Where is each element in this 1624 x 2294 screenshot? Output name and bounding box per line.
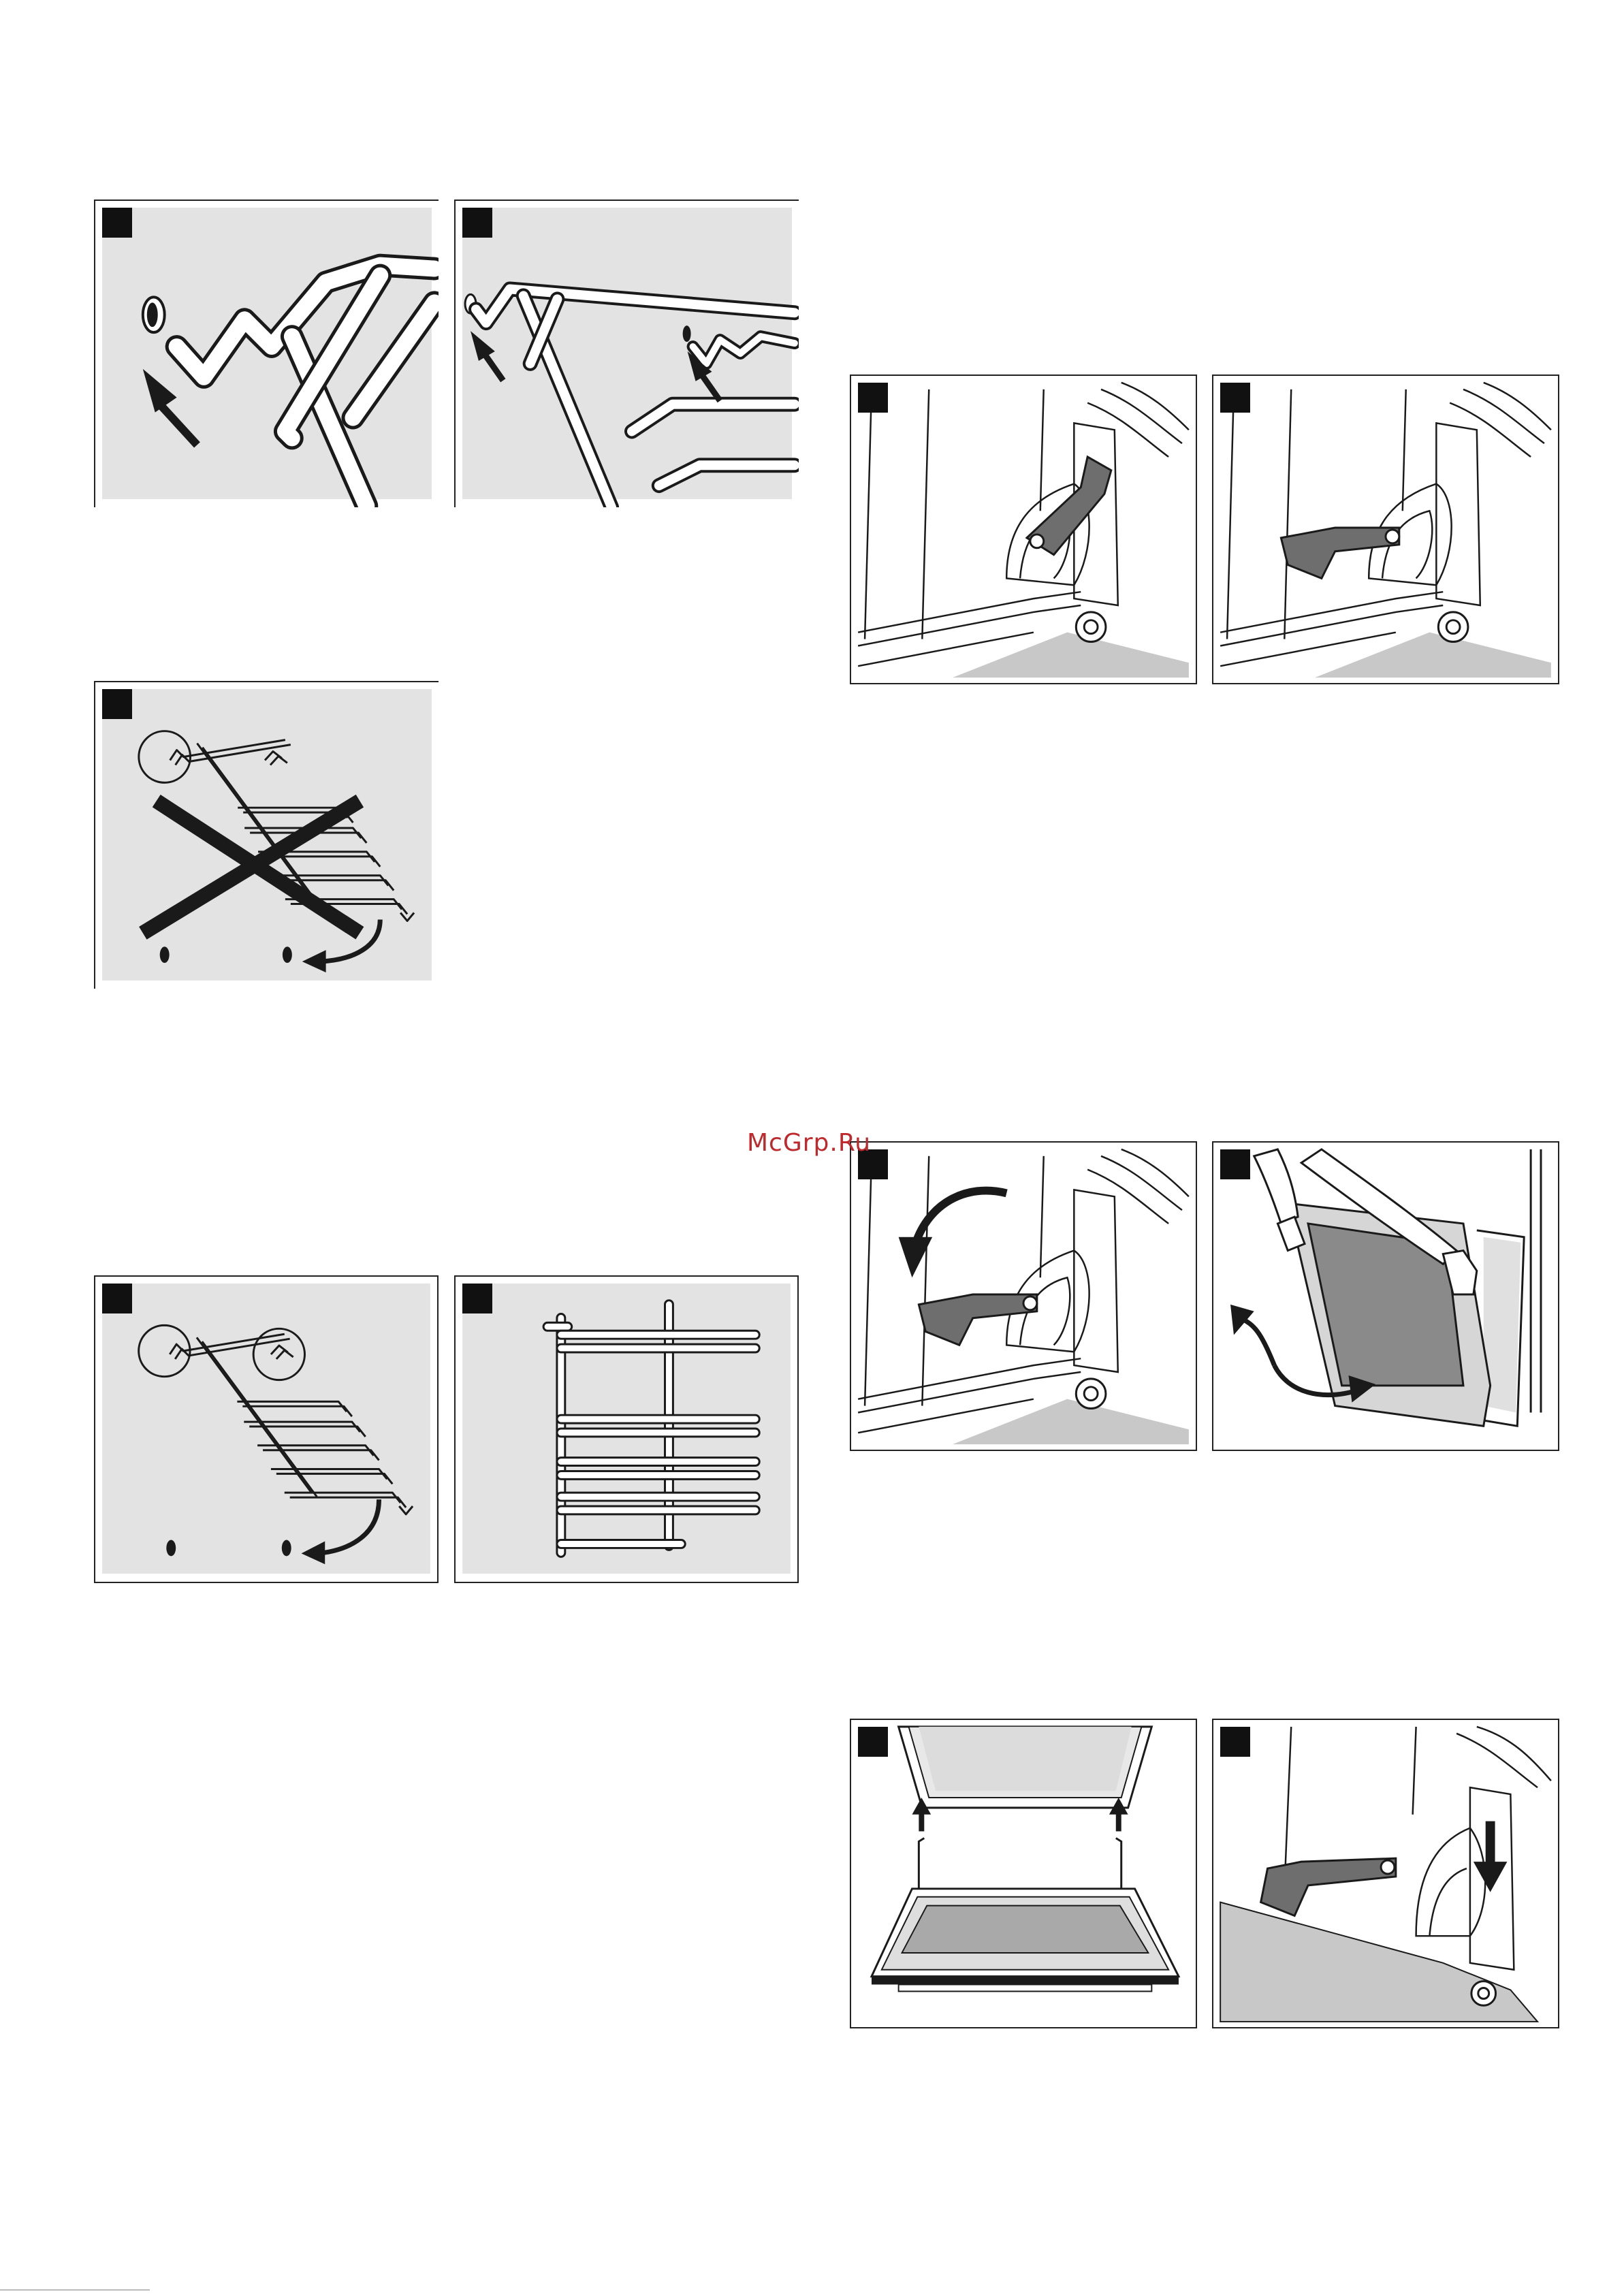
door-hinge-icon xyxy=(851,376,1196,683)
figure-rail-front-view xyxy=(454,1275,799,1583)
door-removal-hands-icon xyxy=(1213,1143,1558,1450)
shelf-rail-front-icon xyxy=(456,1277,797,1582)
figure-hinge-lever-rotate xyxy=(850,1141,1197,1451)
step-marker xyxy=(462,1284,492,1313)
watermark-text: McGrp.Ru xyxy=(747,1129,871,1157)
step-marker xyxy=(102,689,132,719)
door-hinge-down-arrow-icon xyxy=(1213,1720,1558,2027)
figure-door-lift-off xyxy=(1212,1141,1559,1451)
figure-hinge-lever-open xyxy=(1212,375,1559,684)
step-marker xyxy=(462,208,492,238)
figure-rail-wrong-crossed xyxy=(94,681,439,989)
step-marker xyxy=(1220,1149,1250,1179)
shelf-rail-cross-out-icon xyxy=(95,682,439,989)
door-insert-arrows-icon xyxy=(851,1720,1196,2027)
figure-rail-hook-align xyxy=(454,200,799,507)
figure-rail-correct xyxy=(94,1275,439,1583)
step-marker xyxy=(1220,1727,1250,1757)
figure-rail-hook-insert xyxy=(94,200,439,507)
footer-divider xyxy=(0,2289,150,2291)
shelf-rail-two-arrows-icon xyxy=(456,201,799,507)
figure-hinge-lever-closed xyxy=(850,375,1197,684)
figure-door-refit xyxy=(850,1719,1197,2028)
step-marker xyxy=(858,1727,888,1757)
step-marker xyxy=(1220,383,1250,413)
shelf-rail-with-arrow-icon xyxy=(95,201,439,507)
step-marker xyxy=(102,1284,132,1313)
step-marker xyxy=(858,383,888,413)
door-hinge-lever-raised-icon xyxy=(1213,376,1558,683)
door-hinge-arrow-icon xyxy=(851,1143,1196,1450)
step-marker xyxy=(102,208,132,238)
shelf-rail-circles-icon xyxy=(95,1277,437,1582)
figure-hinge-lever-lock xyxy=(1212,1719,1559,2028)
